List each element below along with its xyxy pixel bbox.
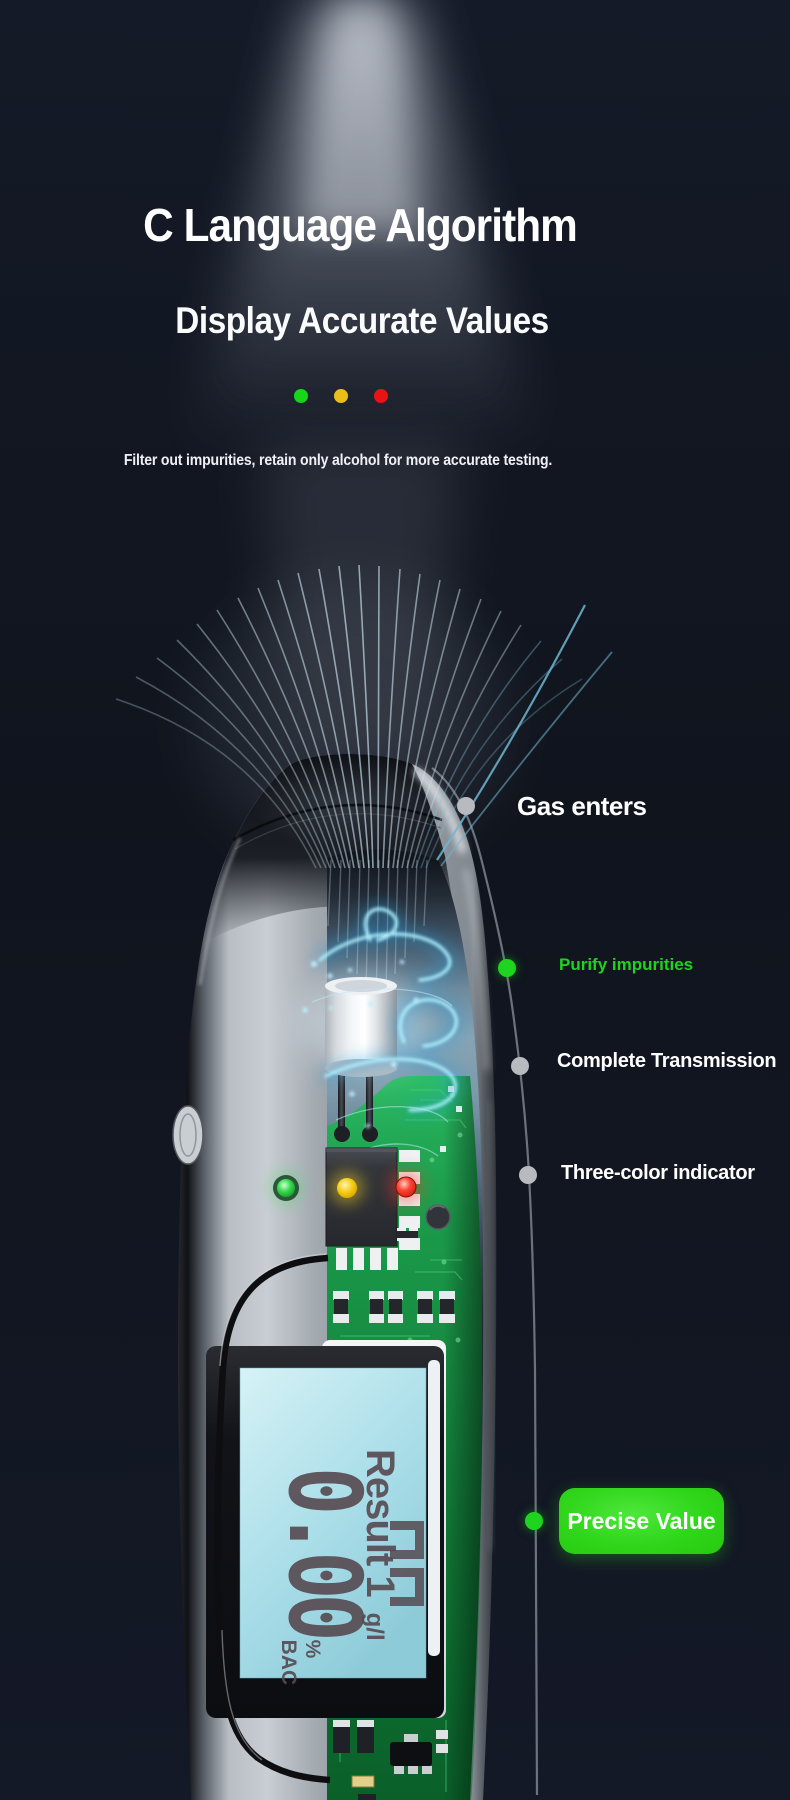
gas-enters-dot bbox=[457, 797, 475, 815]
lcd-value: 0.00 bbox=[266, 1467, 383, 1636]
precise-value-label: Precise Value bbox=[567, 1507, 716, 1534]
internal-cable bbox=[214, 1253, 331, 1784]
lcd-bac-unit: BAC bbox=[277, 1639, 301, 1686]
complete-transmission-dot bbox=[511, 1057, 529, 1075]
airflow-lines-accent bbox=[436, 604, 613, 867]
page-subtitle: Display Accurate Values bbox=[175, 300, 549, 341]
green-dot bbox=[294, 389, 308, 403]
swirl-sparkles bbox=[302, 960, 419, 1128]
red-led bbox=[395, 1176, 417, 1198]
purify-impurities-dot bbox=[498, 959, 516, 977]
indicator-leds bbox=[270, 1170, 423, 1204]
three-color-indicator-label: Three-color indicator bbox=[561, 1162, 755, 1184]
gas-enters-label: Gas enters bbox=[517, 791, 647, 821]
power-button bbox=[172, 1105, 204, 1165]
airflow-lines bbox=[115, 564, 583, 869]
smd-components bbox=[333, 1291, 455, 1323]
lcd-percent-unit: % bbox=[301, 1639, 325, 1659]
purify-impurities-label: Purify impurities bbox=[559, 955, 694, 974]
glass-highlights bbox=[198, 767, 497, 1800]
lower-board-components bbox=[333, 1720, 448, 1800]
ic-chip bbox=[325, 1147, 420, 1270]
lcd-module bbox=[206, 1340, 446, 1718]
lcd-value-row: 0.00 % BAC bbox=[266, 1467, 382, 1686]
precise-value-badge: Precise Value bbox=[559, 1488, 724, 1554]
capacitor bbox=[425, 1204, 451, 1230]
complete-transmission-label: Complete Transmission bbox=[557, 1050, 777, 1072]
yellow-led bbox=[337, 1178, 357, 1198]
three-color-dots bbox=[294, 389, 388, 403]
page-title: C Language Algorithm bbox=[143, 199, 578, 251]
precise-value-dot bbox=[525, 1512, 543, 1530]
lcd-units: % BAC bbox=[276, 1640, 324, 1686]
green-led bbox=[277, 1179, 295, 1197]
red-dot bbox=[374, 389, 388, 403]
page-description: Filter out impurities, retain only alcoh… bbox=[123, 452, 553, 469]
yellow-dot bbox=[334, 389, 348, 403]
sensor-cylinder bbox=[299, 974, 423, 1077]
three-color-indicator-dot bbox=[519, 1166, 537, 1184]
callout-connector-line bbox=[431, 767, 539, 1796]
lcd-screen bbox=[240, 1368, 426, 1678]
lcd-readout: Result 1g/l 0.00 % BAC bbox=[240, 1363, 426, 1686]
sensor-pins bbox=[334, 1066, 378, 1142]
